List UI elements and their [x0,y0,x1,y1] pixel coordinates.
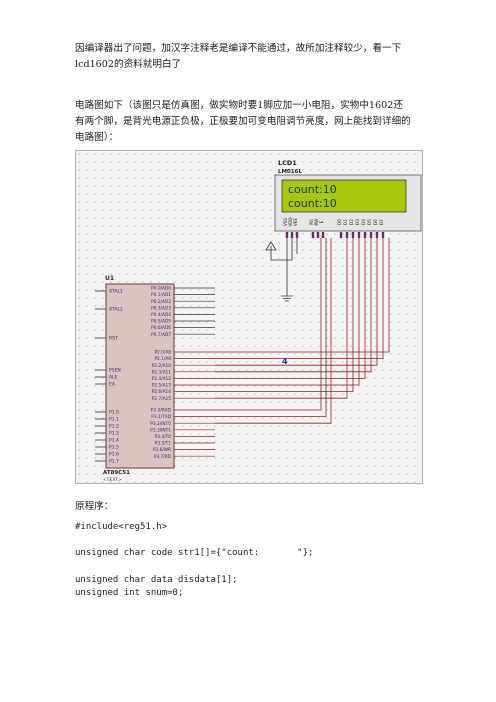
lcd-pin [357,232,361,238]
circuit-desc-line-3: 电路图）： [75,132,119,143]
lcd-pin-label: D4 [361,219,366,225]
lcd-pin [363,232,367,238]
lcd-pin [369,232,373,238]
mcu-right-pin-label: P0.6/AD6 [151,325,171,331]
lcd-pin-label: D0 [337,219,342,225]
lcd-pin-label: D7 [379,219,384,225]
mcu-left-pin-label: P1.7 [109,459,119,465]
lcd-pin-label: VSS [283,218,288,227]
lcd-pin [339,232,343,238]
wires: 4 [215,238,390,424]
mcu-right-pin-label: P0.1/AD1 [151,292,171,298]
intro-line-2: lcd1602的资料就明白了 [75,59,182,70]
lcd-pin [351,232,355,238]
lcd-pin-label: D3 [355,219,360,225]
code-line-1: #include<reg51.h> [75,522,168,532]
bus-label: 4 [282,357,288,366]
mcu-right-pin-label: P2.7/A15 [152,396,172,402]
lcd-pin [375,232,379,238]
lcd-pin-label: VEE [293,218,298,227]
mcu-right-pin-label: P2.6/A14 [152,389,172,395]
lcd-pin-label: VDD [288,217,293,226]
mcu-left-pin-label: PSEN [109,368,121,374]
mcu-right-pin-label: P2.1/A9 [154,356,171,362]
mcu-right-pin-label: P2.3/A11 [152,369,172,375]
lcd-ref-label: LCD1 [278,159,297,167]
mcu-right-pin-label: P3.4/T0 [155,434,171,440]
mcu-left-pin-label: P1.6 [109,452,119,458]
mcu-left-pin-label: ALE [109,375,118,381]
lcd-line-2: count:10 [288,197,337,210]
circuit-desc-line-2: 有两个脚，是背光电源正负极，正极要加可变电阻调节亮度，网上能找到详细的 [75,116,411,127]
lcd-pin-label: RS [309,219,314,225]
lcd-pin-label: E [319,220,324,223]
code-line-2: unsigned char code str1[]={"count: "}; [75,548,314,558]
lcd-line-1: count:10 [288,183,337,196]
mcu-left-pin-label: P1.5 [109,445,119,451]
mcu-right-pin-label: P3.0/RXD [151,408,172,414]
mcu-right-pin-label: P0.7/AD7 [151,332,171,338]
mcu-left-pin-label: P1.2 [109,424,119,430]
mcu-left-pin-label: XTAL2 [109,307,123,313]
lcd-pin-label: D2 [349,219,354,225]
lcd-pin [321,232,325,238]
lcd-pin-label: D6 [373,219,378,225]
lcd-pin [311,232,315,238]
mcu-right-pin-label: P3.7/RD [154,454,172,460]
mcu-right-pin-label: P3.1/TXD [151,414,171,420]
mcu-right-pin-label: P3.6/WR [153,447,171,453]
circuit-desc-line-1: 电路图如下（该图只是仿真图，做实物时要1脚应加一小电阻，实物中1602还 [75,100,403,111]
mcu-left-pin-label: P1.1 [109,417,119,423]
lcd-pin [381,232,385,238]
lcd-pin-label: RW [314,219,319,226]
mcu-right-pin-label: P0.4/AD4 [151,312,171,318]
lcd-pin [285,232,289,238]
mcu-body [105,283,175,469]
code-line-3: unsigned char data disdata[1]; [75,575,238,585]
mcu-right-pin-label: P0.3/AD3 [151,305,171,311]
source-heading: 原程序： [75,501,114,512]
lcd-pin [295,232,299,238]
lcd-pin [345,232,349,238]
mcu-model-label: AT89C51 [103,470,130,476]
code-line-4: unsigned int snum=0; [75,588,184,598]
mcu-right-pin-label: P2.0/A8 [154,350,171,356]
mcu-left-pin-label: XTAL1 [109,289,123,295]
mcu-right-pin-label: P2.2/A10 [152,363,172,369]
mcu-left-pin-label: P1.4 [109,438,119,444]
mcu-right-pin-label: P2.4/A12 [152,376,172,382]
mcu-right-pin-label: P2.5/A13 [152,383,172,389]
lcd-model-label: LM016L [278,169,302,175]
mcu-left-pin-label: RST [109,336,118,342]
mcu-right-pin-label: P3.2/INT0 [150,421,171,427]
lcd-pin-label: D1 [343,219,348,225]
intro-line-1: 因编译器出了问题，加汉字注释老是编译不能通过，故所加注释较少，看一下 [75,43,402,54]
mcu-left-pin-label: P1.3 [109,431,119,437]
mcu-right-pin-label: P0.0/AD0 [151,286,171,292]
lcd-pin [290,232,294,238]
mcu-right-pin-label: P0.2/AD2 [151,299,171,305]
lcd-pin [316,232,320,238]
mcu-left-pin-label: P1.0 [109,410,119,416]
lcd-pin-label: D5 [367,219,372,225]
mcu-left-pin-label: EA [109,382,116,388]
mcu-right-pin-label: P3.3/INT1 [150,427,171,433]
mcu-text-label: <TEXT> [103,477,122,483]
mcu-ref-label: U1 [105,275,114,282]
mcu-right-pin-label: P3.5/T1 [155,441,171,447]
mcu-right-pin-label: P0.5/AD5 [151,319,171,325]
lcd-screen [281,179,407,213]
